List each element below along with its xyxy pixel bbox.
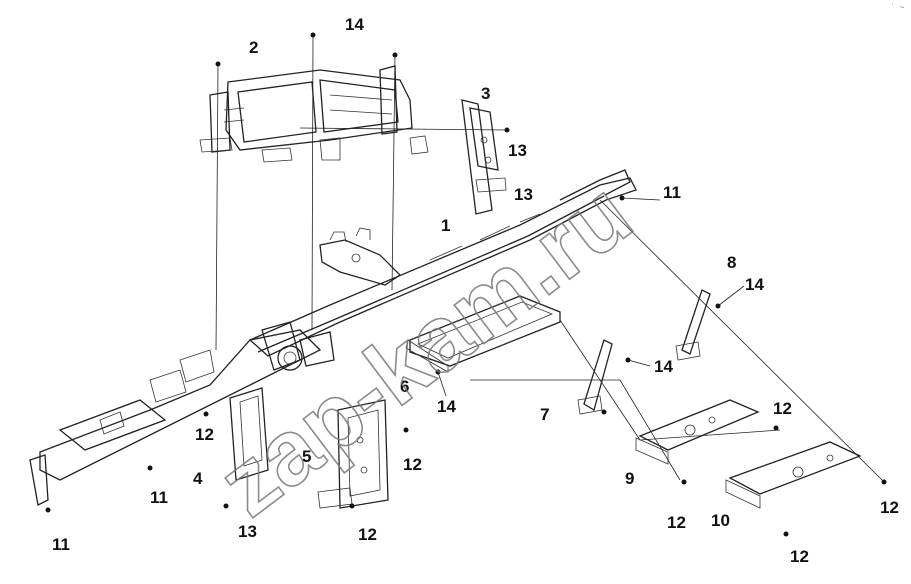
part-8-bracket [675, 289, 711, 361]
callout-12-bottom-center: 12 [667, 513, 686, 532]
callout-11-bottom-left: 11 [52, 535, 70, 554]
callout-10: 10 [711, 511, 730, 530]
callout-8: 8 [727, 253, 736, 272]
part-2-frame [199, 65, 429, 163]
callout-5: 5 [302, 447, 311, 466]
callout-11-left: 11 [150, 488, 168, 507]
callout-1: 1 [441, 216, 450, 235]
callout-12-right-upper: 12 [773, 399, 792, 418]
part-3-bracket [461, 99, 507, 215]
callout-2: 2 [249, 38, 258, 57]
callout-11-right: 11 [663, 183, 681, 202]
callout-14-center: 14 [654, 357, 673, 376]
callout-14-top: 14 [345, 15, 364, 34]
callout-13-lower: 13 [238, 522, 257, 541]
callout-13-mid: 13 [514, 185, 533, 204]
callout-12-bottom: 12 [358, 525, 377, 544]
part-7-bracket [577, 339, 613, 415]
callout-labels: 14 2 3 13 13 11 1 8 14 14 6 14 7 12 12 9… [52, 15, 899, 566]
callout-14-lower: 14 [437, 397, 456, 416]
callout-12-left: 12 [195, 425, 214, 444]
part-10-plate [725, 441, 862, 509]
assembly-lines [215, 34, 885, 483]
part-4-bracket [229, 387, 269, 481]
callout-12-bottom-right: 12 [790, 547, 809, 566]
callout-12-far-right: 12 [880, 498, 899, 517]
part-9-plate [635, 399, 760, 465]
callout-12-center: 12 [403, 455, 422, 474]
corner-mark: ˙ ~ [890, 4, 905, 13]
callout-7: 7 [540, 405, 549, 424]
lower-left-assembly [29, 321, 335, 506]
part-6-tray [405, 295, 561, 373]
callout-4: 4 [193, 469, 203, 488]
callout-13-upper: 13 [508, 141, 527, 160]
callout-6: 6 [400, 377, 409, 396]
callout-14-right: 14 [745, 275, 764, 294]
part-1-main-beam [248, 169, 637, 357]
callout-9: 9 [625, 469, 634, 488]
callout-3: 3 [481, 84, 490, 103]
